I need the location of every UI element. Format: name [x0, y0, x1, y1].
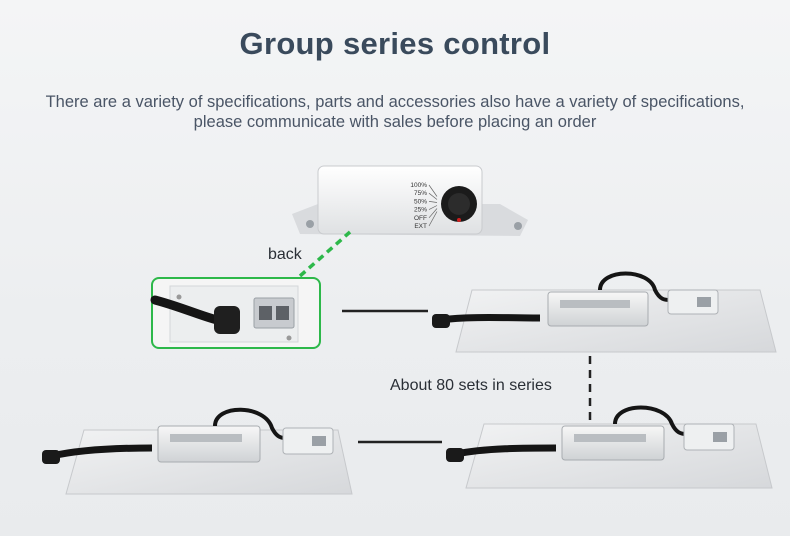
dial-level-label: 100% — [410, 182, 427, 189]
dial-level-label: 50% — [414, 198, 427, 205]
led-panel-2 — [42, 407, 353, 495]
dial-level-label: 75% — [414, 190, 427, 197]
dial-tick — [428, 201, 438, 203]
dial-tick — [428, 184, 438, 197]
rj45-ports — [253, 297, 295, 329]
dial-level-label: 25% — [414, 207, 427, 214]
back-view-leader — [298, 230, 352, 278]
dial-tick — [428, 192, 438, 200]
back-label: back — [268, 246, 302, 263]
dimmer-knob — [441, 186, 477, 222]
controller-back-view — [150, 277, 321, 349]
led-panel-1 — [432, 271, 777, 353]
page-subtitle: There are a variety of specifications, p… — [45, 93, 745, 131]
page-title: Group series control — [239, 26, 551, 61]
dial-tick — [428, 205, 438, 210]
dial-tick — [428, 211, 438, 227]
dial-level-label: EXT — [414, 223, 427, 230]
dial-tick — [428, 208, 438, 219]
dial-level-label: OFF — [414, 215, 427, 222]
led-panel-3 — [446, 405, 773, 489]
series-label: About 80 sets in series — [390, 377, 552, 394]
